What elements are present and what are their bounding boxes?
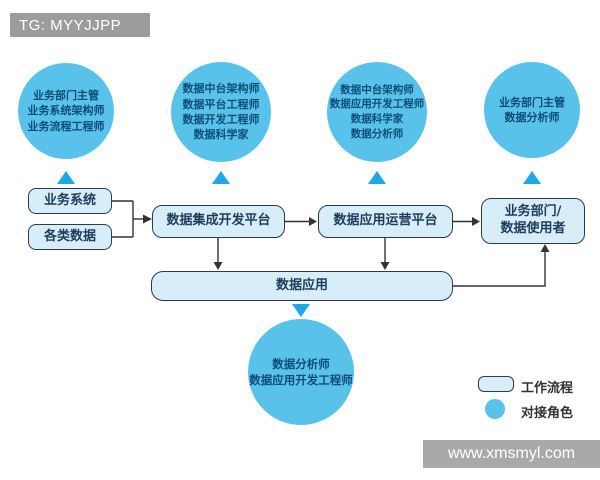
role-line: 数据中台架构师: [340, 83, 414, 96]
box-business-dept-user: 业务部门/ 数据使用者: [481, 198, 585, 244]
role-circle-app-operation: 数据中台架构师 数据应用开发工程师 数据科学家 数据分析师: [327, 62, 427, 162]
arrowhead-right-icon: [309, 217, 317, 226]
box-label: 各类数据: [43, 228, 96, 244]
role-line: 数据分析师: [350, 127, 404, 140]
tag-watermark-header: TG: MYYJJPP: [10, 13, 150, 37]
role-line: 业务部门主管: [499, 95, 565, 109]
box-business-system: 业务系统: [28, 188, 112, 214]
role-line: 业务部门主管: [33, 88, 99, 102]
triangle-down-icon: [292, 304, 310, 317]
triangle-up-icon: [57, 171, 75, 184]
tag-label: TG: MYYJJPP: [19, 16, 122, 34]
role-line: 业务系统架构师: [27, 104, 105, 118]
box-label: 数据应用: [275, 277, 328, 293]
role-line: 数据分析师: [504, 111, 560, 124]
triangle-up-icon: [212, 171, 230, 184]
legend-role-swatch: [485, 399, 505, 419]
connector-lines: [112, 200, 546, 287]
legend-workflow-swatch: [478, 376, 514, 392]
role-circle-data-app: 数据分析师 数据应用开发工程师: [248, 319, 354, 425]
role-line: 数据科学家: [350, 113, 404, 125]
box-data-application: 数据应用: [151, 271, 453, 301]
role-circle-platform-dev: 数据中台架构师 数据平台工程师 数据开发工程师 数据科学家: [171, 62, 271, 162]
box-label: 数据集成开发平台: [166, 213, 271, 229]
box-label: 业务部门/: [504, 204, 562, 220]
box-various-data: 各类数据: [28, 224, 112, 250]
legend-role-label: 对接角色: [521, 406, 574, 421]
box-operation-platform: 数据应用运营平台: [318, 205, 453, 238]
role-line: 业务流程工程师: [27, 119, 105, 133]
role-link-triangles: [57, 171, 541, 317]
role-line: 数据科学家: [193, 128, 249, 142]
role-line: 数据应用开发工程师: [329, 98, 425, 111]
triangle-up-icon: [368, 171, 386, 184]
role-circle-business-user: 业务部门主管 数据分析师: [484, 62, 580, 158]
legend-workflow-label: 工作流程: [521, 381, 574, 396]
role-line: 数据开发工程师: [182, 113, 260, 126]
connector-dataapp-to-dept: [453, 252, 546, 287]
triangle-up-icon: [523, 171, 541, 184]
role-line: 数据平台工程师: [182, 97, 260, 111]
site-watermark: www.xmsmyl.com: [423, 440, 600, 468]
watermark-text: www.xmsmyl.com: [447, 445, 576, 462]
role-line: 数据中台架构师: [182, 82, 260, 96]
arrowhead-down-icon: [213, 262, 223, 270]
arrowhead-right-icon: [143, 214, 152, 224]
box-label: 数据应用运营平台: [333, 213, 438, 229]
arrowhead-up-icon: [540, 244, 550, 252]
arrowheads: [143, 214, 550, 270]
role-line: 数据应用开发工程师: [249, 373, 353, 387]
arrowhead-down-icon: [380, 262, 390, 270]
role-line: 数据分析师: [272, 356, 330, 371]
box-label: 数据使用者: [500, 221, 566, 236]
role-circle-business-source: 业务部门主管 业务系统架构师 业务流程工程师: [18, 63, 114, 159]
arrowhead-right-icon: [472, 217, 480, 226]
box-label: 业务系统: [43, 192, 96, 208]
box-integration-platform: 数据集成开发平台: [152, 205, 285, 238]
